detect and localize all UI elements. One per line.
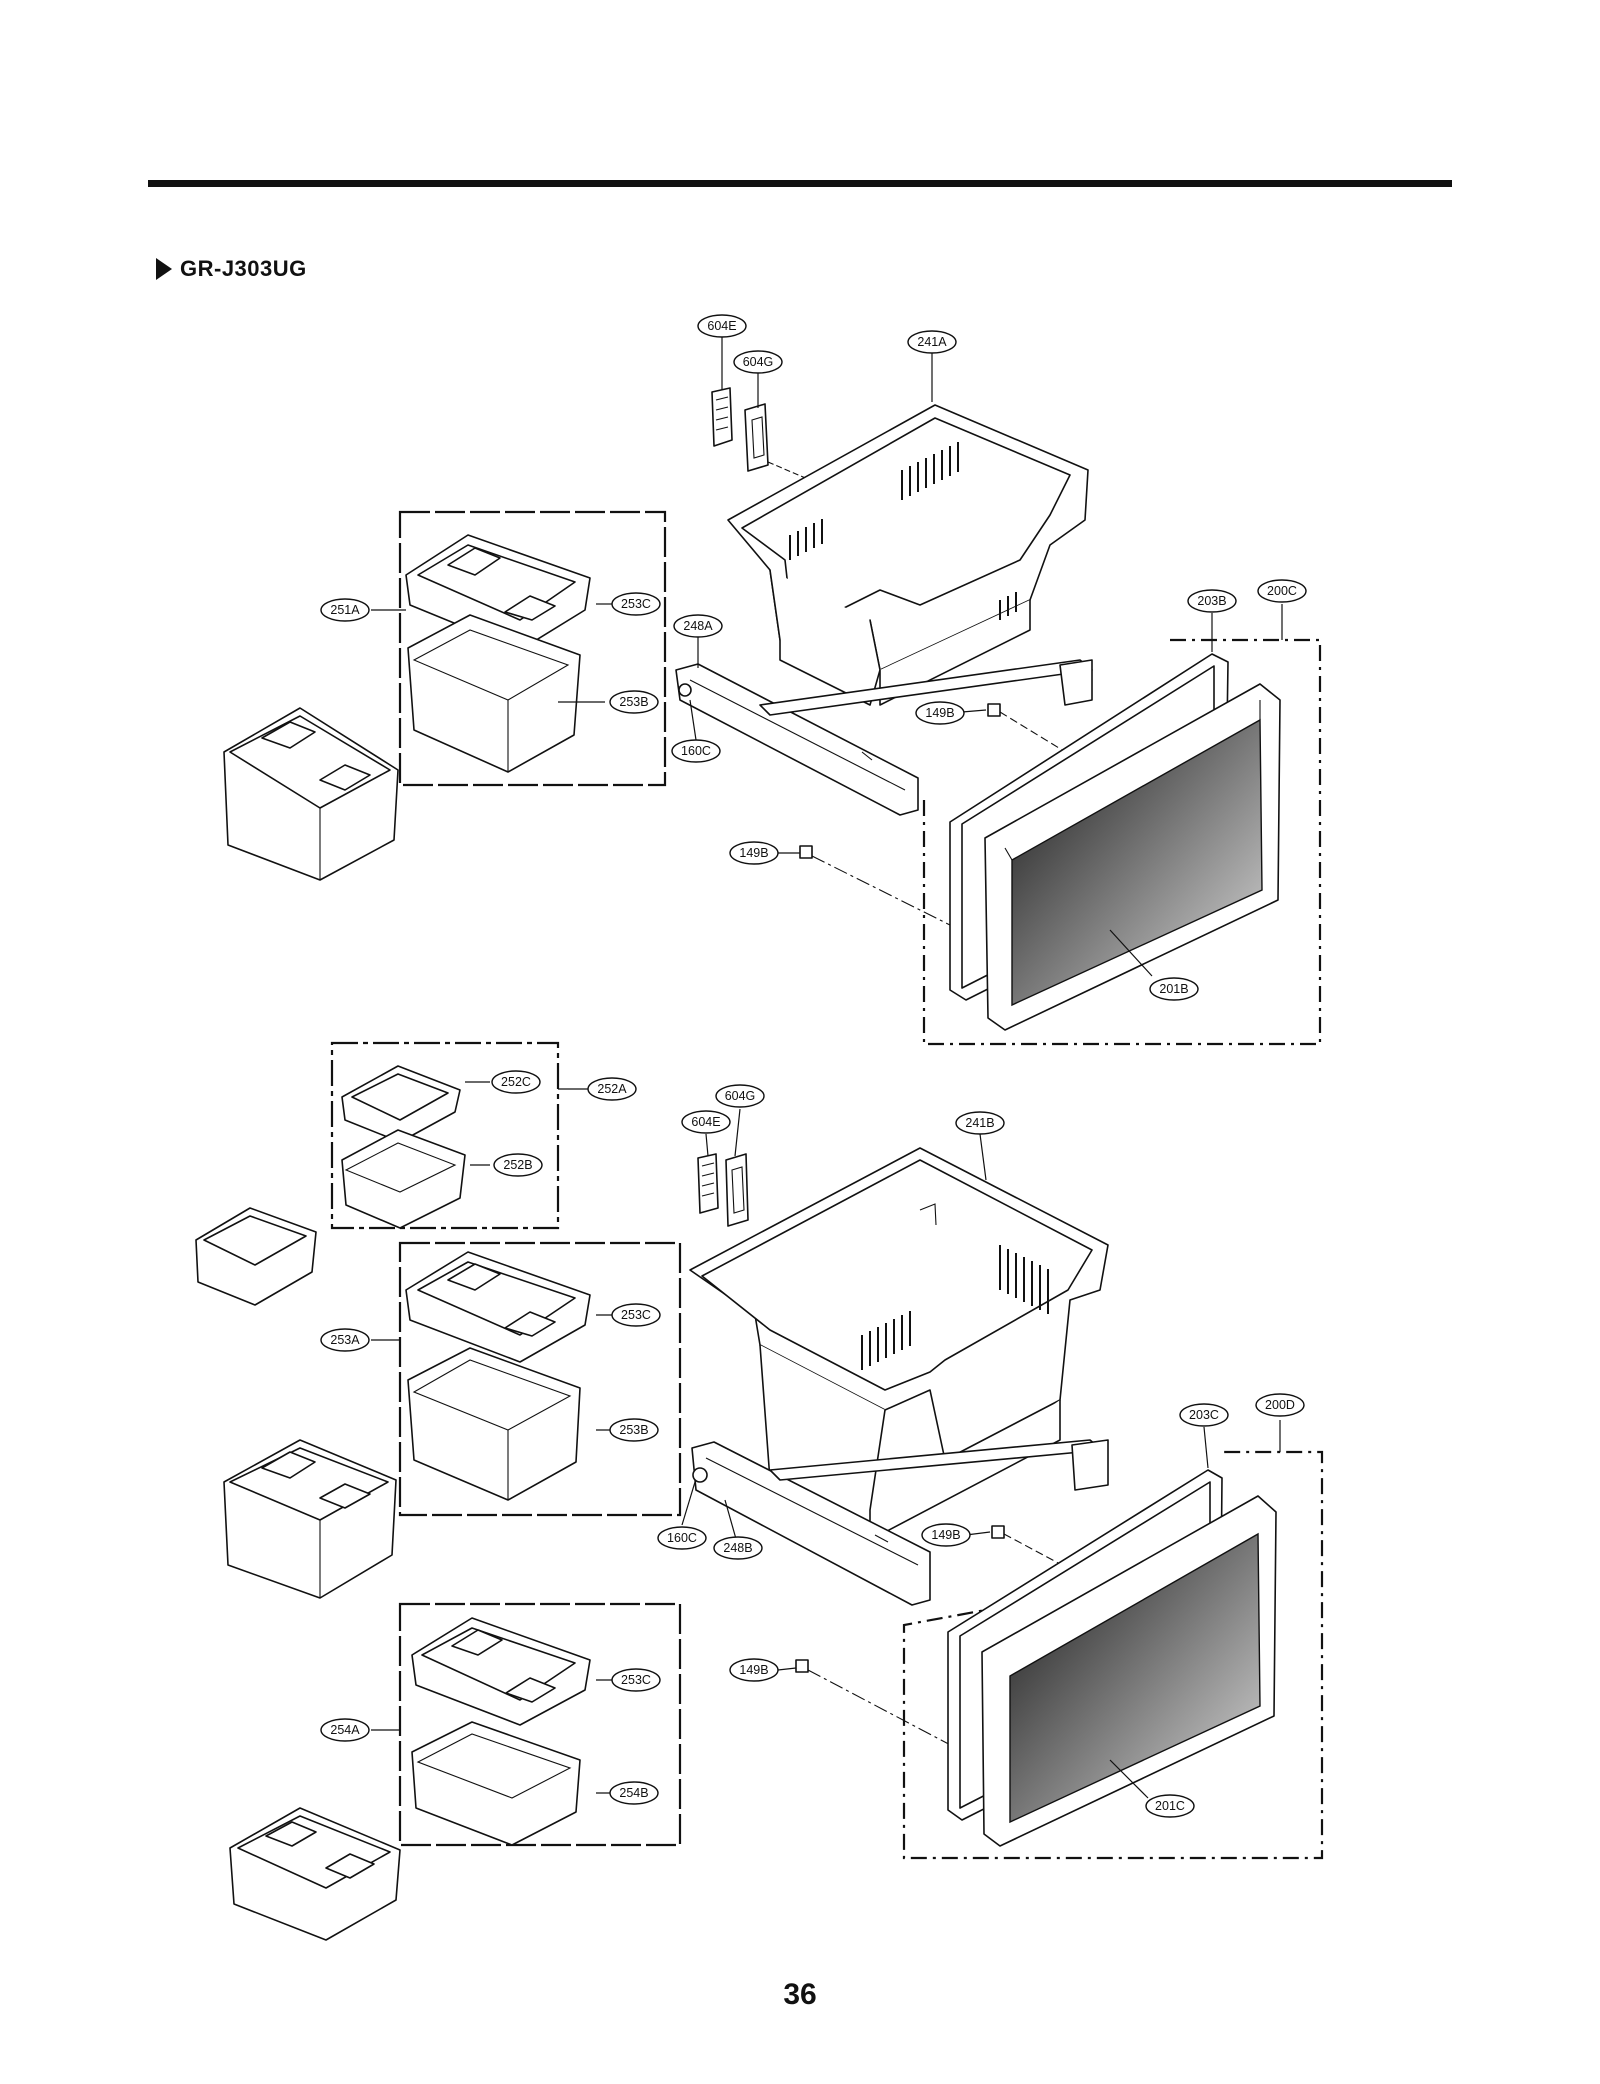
callout-200c: 200C [1257, 579, 1307, 603]
drawer-241a [727, 404, 1089, 706]
callout-604e-upper: 604E [697, 314, 747, 338]
tray-253b-upper [407, 614, 581, 773]
svg-text:253B: 253B [619, 695, 648, 709]
callout-201c: 201C [1145, 1794, 1195, 1818]
callout-248b: 248B [713, 1536, 763, 1560]
callout-203c: 203C [1179, 1403, 1229, 1427]
lid-253c-upper [405, 534, 591, 651]
svg-text:253C: 253C [621, 597, 651, 611]
filter-604e-lower [697, 1153, 719, 1214]
callout-604e-lower: 604E [681, 1110, 731, 1134]
lid-253c-middle [405, 1251, 591, 1363]
svg-text:149B: 149B [739, 846, 768, 860]
door-panel-201c [981, 1495, 1277, 1847]
callout-160c-upper: 160C [671, 739, 721, 763]
callout-201b: 201B [1149, 977, 1199, 1001]
callout-253c-lower: 253C [611, 1668, 661, 1692]
clip-149b-lower-1 [991, 1525, 1005, 1539]
svg-text:203C: 203C [1189, 1408, 1219, 1422]
svg-text:248A: 248A [683, 619, 713, 633]
svg-text:604E: 604E [691, 1115, 720, 1129]
svg-text:149B: 149B [925, 706, 954, 720]
rail-248b [691, 1439, 1109, 1606]
callout-253c-middle: 253C [611, 1303, 661, 1327]
svg-text:254B: 254B [619, 1786, 648, 1800]
lid-253c-lower [411, 1617, 591, 1726]
svg-text:253C: 253C [621, 1308, 651, 1322]
svg-text:251A: 251A [330, 603, 360, 617]
assembled-container-upper [223, 707, 399, 881]
callout-251a: 251A [320, 598, 370, 622]
callout-254a: 254A [320, 1718, 370, 1742]
svg-text:160C: 160C [667, 1531, 697, 1545]
callout-203b: 203B [1187, 589, 1237, 613]
lid-252c [341, 1065, 461, 1143]
svg-text:604G: 604G [743, 355, 774, 369]
svg-text:149B: 149B [739, 1663, 768, 1677]
callout-241a: 241A [907, 330, 957, 354]
svg-text:200D: 200D [1265, 1398, 1295, 1412]
callout-241b: 241B [955, 1111, 1005, 1135]
svg-text:201C: 201C [1155, 1799, 1185, 1813]
callout-604g-lower: 604G [715, 1084, 765, 1108]
svg-text:253C: 253C [621, 1673, 651, 1687]
tray-254b [411, 1721, 581, 1846]
assembled-container-252 [195, 1207, 317, 1306]
triangle-bullet-icon [156, 258, 172, 280]
callout-149b-upper-2: 149B [729, 841, 779, 865]
filter-604g-upper [744, 403, 769, 472]
rail-248a [675, 659, 1093, 816]
drawer-241b [689, 1147, 1109, 1541]
svg-text:254A: 254A [330, 1723, 360, 1737]
callout-254b: 254B [609, 1781, 659, 1805]
tray-252b [341, 1129, 466, 1229]
callout-253c-upper: 253C [611, 592, 661, 616]
callout-604g-upper: 604G [733, 350, 783, 374]
tray-253b-lower [407, 1347, 581, 1501]
svg-text:241B: 241B [965, 1116, 994, 1130]
clip-149b-upper-2 [799, 845, 813, 859]
svg-text:252B: 252B [503, 1158, 532, 1172]
door-panel-201b [984, 683, 1281, 1031]
assembled-container-254 [229, 1807, 401, 1941]
page-number: 36 [783, 1978, 817, 2011]
header-rule [148, 180, 1452, 187]
filter-604g-lower [725, 1153, 749, 1227]
svg-text:253A: 253A [330, 1333, 360, 1347]
svg-text:604G: 604G [725, 1089, 756, 1103]
callout-252b: 252B [493, 1153, 543, 1177]
callout-252a: 252A [587, 1077, 637, 1101]
assembled-container-253 [223, 1439, 397, 1599]
callout-248a: 248A [673, 614, 723, 638]
clip-149b-upper-1 [987, 703, 1001, 717]
clip-149b-lower-2 [795, 1659, 809, 1673]
svg-text:252A: 252A [597, 1082, 627, 1096]
callout-253b-upper: 253B [609, 690, 659, 714]
svg-text:201B: 201B [1159, 982, 1188, 996]
svg-text:252C: 252C [501, 1075, 531, 1089]
callout-200d: 200D [1255, 1393, 1305, 1417]
filter-604e-upper [711, 387, 733, 447]
svg-text:149B: 149B [931, 1528, 960, 1542]
svg-text:241A: 241A [917, 335, 947, 349]
callout-160c-lower: 160C [657, 1526, 707, 1550]
svg-text:203B: 203B [1197, 594, 1226, 608]
svg-text:604E: 604E [707, 319, 736, 333]
svg-text:253B: 253B [619, 1423, 648, 1437]
callout-149b-upper-1: 149B [915, 701, 965, 725]
callout-252c: 252C [491, 1070, 541, 1094]
callout-149b-lower-2: 149B [729, 1658, 779, 1682]
svg-text:160C: 160C [681, 744, 711, 758]
callout-253b-lower: 253B [609, 1418, 659, 1442]
model-number: GR-J303UG [180, 256, 307, 281]
callout-149b-lower-1: 149B [921, 1523, 971, 1547]
leader-lines [371, 337, 1283, 1799]
callout-253a: 253A [320, 1328, 370, 1352]
svg-text:248B: 248B [723, 1541, 752, 1555]
section-heading: GR-J303UG [156, 253, 307, 285]
svg-text:200C: 200C [1267, 584, 1297, 598]
